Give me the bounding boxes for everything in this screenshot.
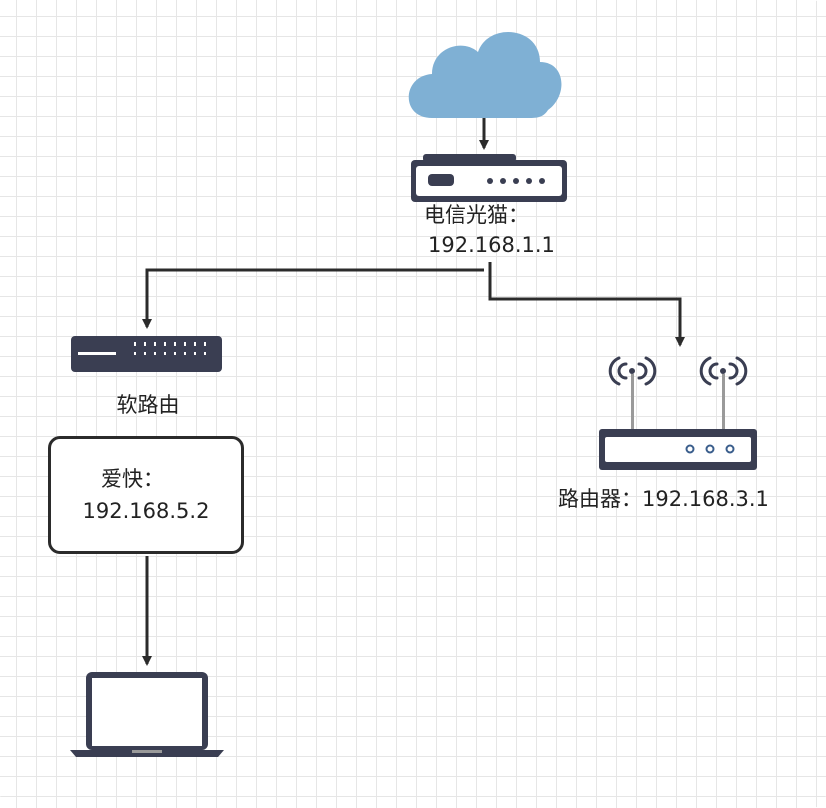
cloud-icon [408,31,562,119]
ikuai-label-line2: 192.168.5.2 [82,499,210,523]
edge-modem-to-router [488,262,685,347]
modem-label-line1: 电信光猫： [424,203,529,227]
modem-label-line2: 192.168.1.1 [428,233,555,257]
edge-modem-to-soft-router [142,268,484,329]
router-label: 路由器：192.168.3.1 [558,487,769,511]
ikuai-box: 爱快： 192.168.5.2 [48,436,244,554]
modem-label: 电信光猫： 192.168.1.1 [424,200,555,260]
soft-router-label: 软路由 [116,393,180,417]
wifi-router-icon [599,356,757,470]
laptop-icon [70,672,224,757]
modem-icon [411,154,567,202]
switch-icon [71,336,222,372]
ikuai-label-line1: 爱快： [101,467,164,491]
